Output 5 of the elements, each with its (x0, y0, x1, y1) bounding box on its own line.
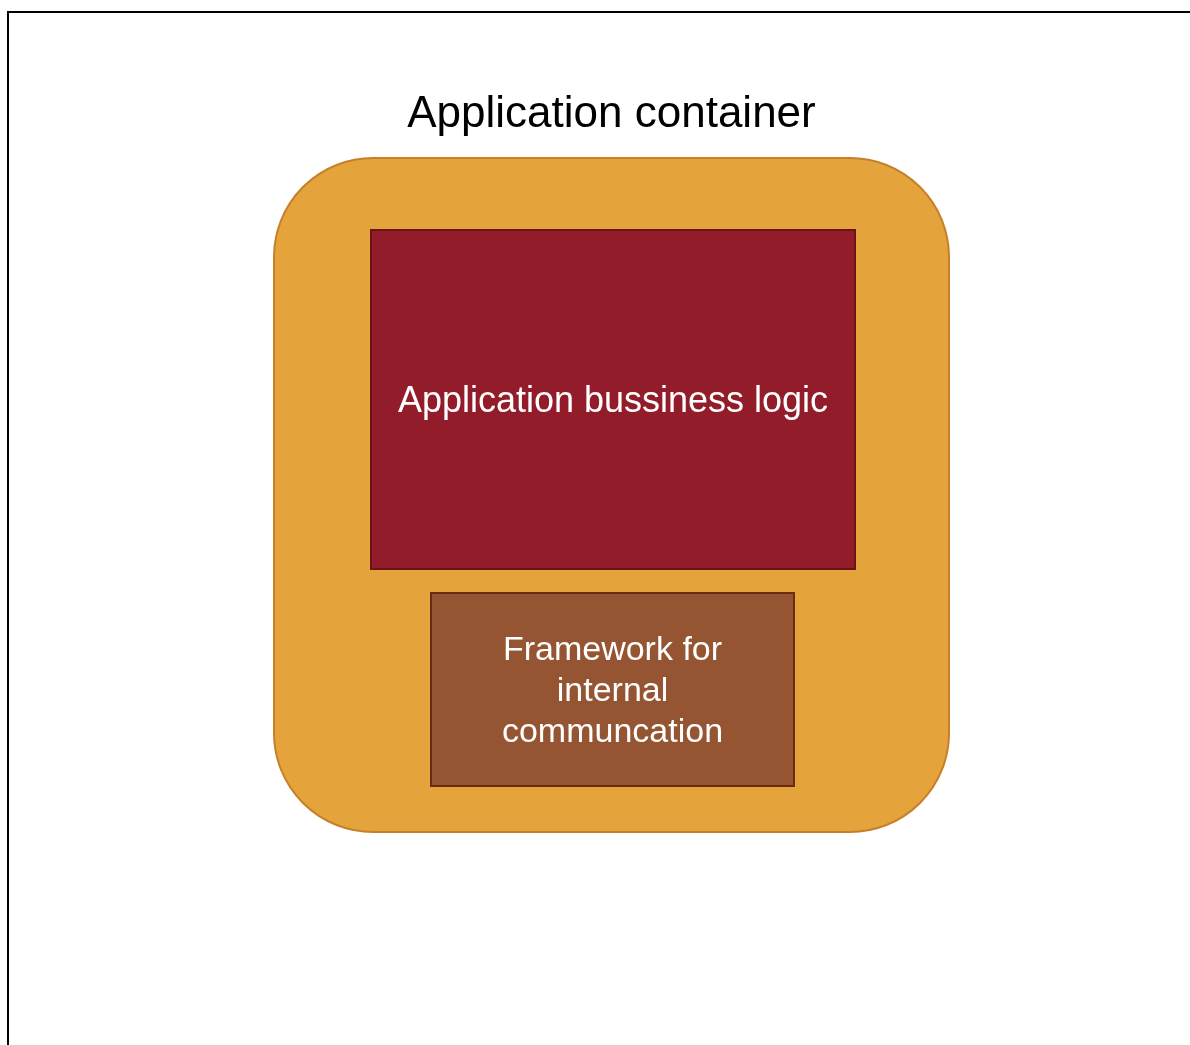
container-title: Application container (406, 86, 817, 138)
logic-box (370, 229, 856, 570)
box-label: Application bussiness logic (397, 378, 829, 422)
box-label: Framework for internal communcation (500, 628, 725, 751)
framework-box (430, 592, 795, 787)
